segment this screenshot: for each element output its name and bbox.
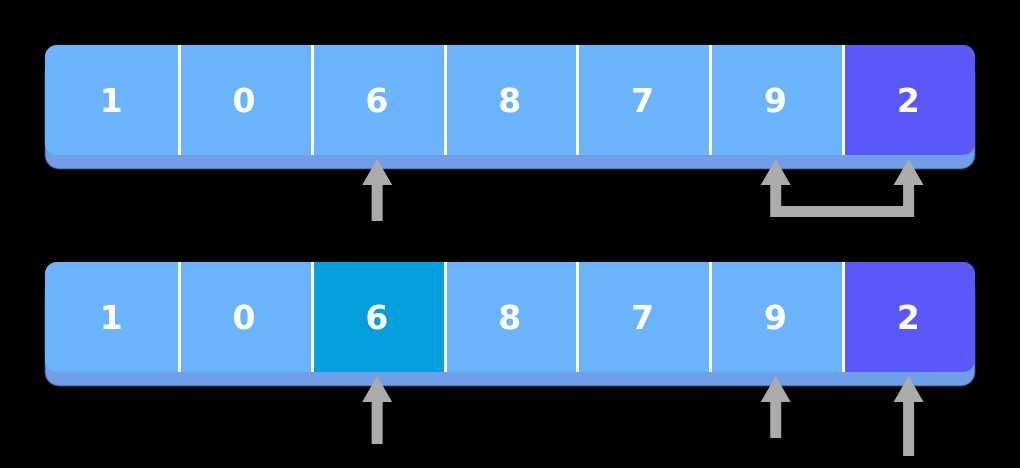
cell-value: 1 [99, 80, 124, 120]
array-bottom-cell-3[interactable]: 8 [443, 262, 577, 372]
array-top: 1 0 6 8 7 9 2 [45, 45, 975, 169]
cell-value: 8 [498, 297, 522, 337]
array-top-cell-5[interactable]: 9 [709, 45, 843, 155]
array-top-bar: 1 0 6 8 7 9 2 [45, 45, 975, 155]
cell-value: 7 [631, 297, 655, 337]
cell-value: 7 [631, 80, 655, 120]
array-bottom-cell-4[interactable]: 7 [576, 262, 710, 372]
cell-value: 8 [498, 80, 522, 120]
cell-value: 0 [232, 297, 257, 337]
array-bottom-bar: 1 0 6 8 7 9 2 [45, 262, 975, 372]
cell-value: 6 [365, 80, 389, 120]
cell-value: 9 [763, 297, 788, 337]
cell-value: 6 [365, 297, 389, 337]
array-bottom-cell-2[interactable]: 6 [310, 262, 444, 372]
array-bottom-cell-6[interactable]: 2 [842, 262, 975, 372]
cell-value: 1 [99, 297, 124, 337]
array-top-cell-2[interactable]: 6 [310, 45, 444, 155]
array-top-cell-3[interactable]: 8 [443, 45, 577, 155]
array-bottom-cell-5[interactable]: 9 [709, 262, 843, 372]
array-bottom: 1 0 6 8 7 9 2 [45, 262, 975, 386]
array-top-cell-6[interactable]: 2 [842, 45, 975, 155]
cell-value: 2 [896, 297, 921, 337]
array-top-cell-0[interactable]: 1 [45, 45, 178, 155]
cell-value: 9 [763, 80, 788, 120]
array-bottom-cell-0[interactable]: 1 [45, 262, 178, 372]
pointer-index-6 [893, 376, 924, 456]
array-top-cell-1[interactable]: 0 [177, 45, 311, 155]
cell-value: 0 [232, 80, 257, 120]
cell-value: 2 [896, 80, 921, 120]
array-bottom-cell-1[interactable]: 0 [177, 262, 311, 372]
array-top-cell-4[interactable]: 7 [576, 45, 710, 155]
pointer-index-2 [362, 376, 393, 444]
pointer-group-array-bottom [362, 376, 924, 456]
